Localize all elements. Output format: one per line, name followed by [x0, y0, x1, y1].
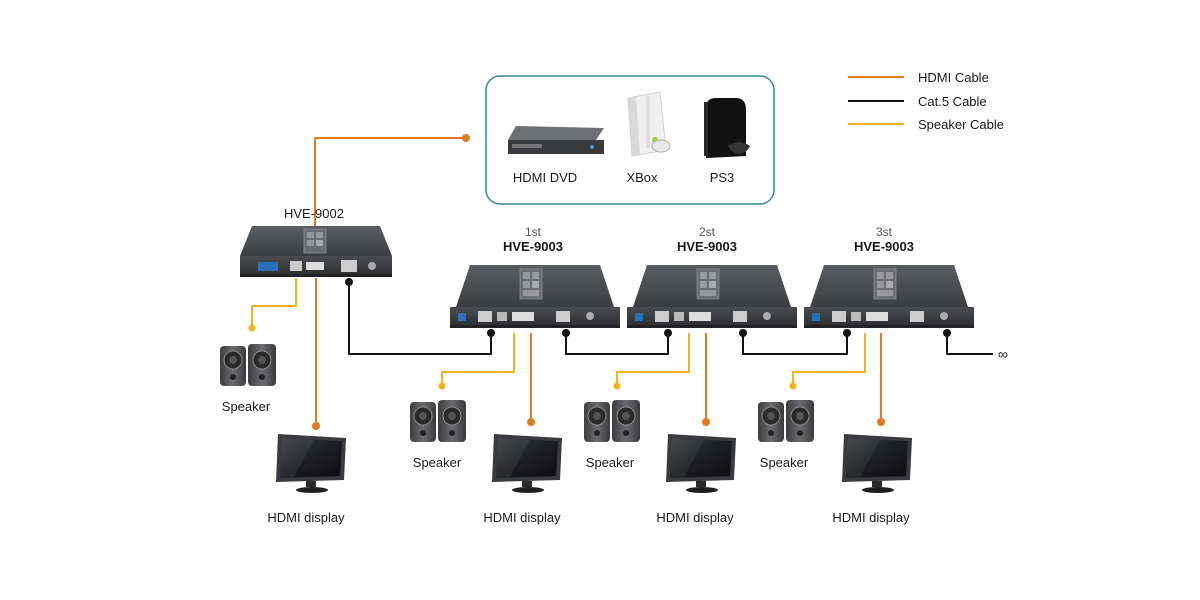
display-rx2-label: HDMI display [656, 510, 734, 525]
display-tx: HDMI display [267, 434, 346, 525]
receiver-3: 3st HVE-9003 [804, 225, 974, 329]
source-group: HDMI DVD XBox PS3 [485, 75, 775, 205]
speaker-tx-label: Speaker [222, 399, 271, 414]
cable-hdmi-source [314, 137, 466, 236]
source-group-frame [485, 75, 775, 205]
cable-speaker-rx1 [441, 333, 515, 384]
speaker-rx2-label: Speaker [586, 455, 635, 470]
legend-hdmi-label: HDMI Cable [918, 70, 989, 85]
speaker-rx1: Speaker [409, 399, 467, 470]
display-rx3-label: HDMI display [832, 510, 910, 525]
legend-cat5-label: Cat.5 Cable [918, 94, 987, 109]
speaker-rx2: Speaker [583, 399, 641, 470]
legend-speaker: Speaker Cable [848, 117, 1004, 132]
legend: HDMI Cable Cat.5 Cable Speaker Cable [848, 70, 1004, 132]
hdmi-dvd-label: HDMI DVD [513, 170, 577, 185]
display-tx-label: HDMI display [267, 510, 345, 525]
xbox-label: XBox [626, 170, 658, 185]
transmitter-label: HVE-9002 [284, 206, 344, 221]
speaker-rx1-label: Speaker [413, 455, 462, 470]
infinity-symbol: ∞ [998, 346, 1008, 362]
xbox-device: XBox [626, 91, 671, 185]
ps3-label: PS3 [710, 170, 735, 185]
ps3-device: PS3 [704, 98, 750, 185]
speaker-rx3: Speaker [757, 399, 815, 470]
receiver-1: 1st HVE-9003 [450, 225, 620, 329]
legend-hdmi: HDMI Cable [848, 70, 989, 85]
cable-speaker-rx3 [792, 333, 866, 384]
speaker-tx: Speaker [219, 343, 277, 414]
display-rx3: HDMI display [832, 434, 912, 525]
legend-speaker-label: Speaker Cable [918, 117, 1004, 132]
cable-cat5-tx-rx1 [348, 282, 492, 355]
receiver-3-ordinal: 3st [876, 225, 893, 239]
cable-cat5-out [946, 333, 993, 355]
receiver-3-label: HVE-9003 [854, 239, 914, 254]
cable-cat5-rx2-rx3 [742, 333, 848, 355]
cable-speaker-rx2 [616, 333, 690, 384]
cable-speaker-tx [251, 278, 297, 326]
speaker-rx3-label: Speaker [760, 455, 809, 470]
receiver-1-label: HVE-9003 [503, 239, 563, 254]
cable-cat5-rx1-rx2 [565, 333, 669, 355]
display-rx1-label: HDMI display [483, 510, 561, 525]
receiver-1-ordinal: 1st [525, 225, 542, 239]
cable-hdmi-source-end [462, 134, 470, 142]
display-rx1: HDMI display [483, 434, 562, 525]
transmitter-hve-9002: HVE-9002 [240, 206, 392, 277]
legend-cat5: Cat.5 Cable [848, 94, 987, 109]
hdmi-dvd-device: HDMI DVD [508, 126, 604, 185]
receiver-2-ordinal: 2st [699, 225, 716, 239]
receiver-2-label: HVE-9003 [677, 239, 737, 254]
display-rx2: HDMI display [656, 434, 736, 525]
cables [248, 134, 993, 430]
receiver-2: 2st HVE-9003 [627, 225, 797, 329]
